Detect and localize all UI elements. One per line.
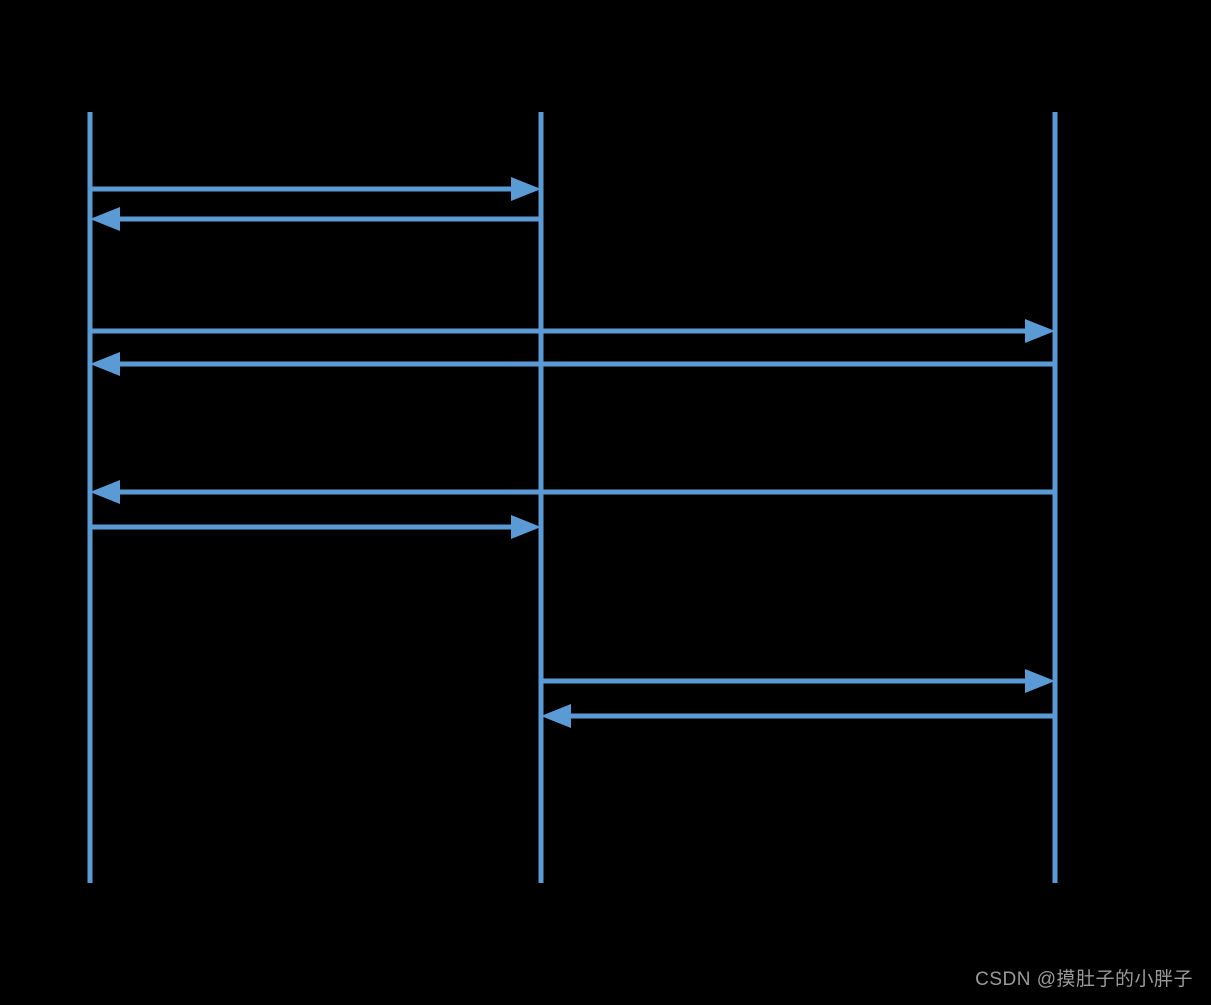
message-arrow-1[interactable] bbox=[90, 177, 541, 201]
message-arrow-1-head bbox=[511, 177, 541, 201]
message-arrow-4-head bbox=[90, 352, 120, 376]
messages-group bbox=[90, 177, 1055, 728]
message-arrow-7[interactable] bbox=[541, 669, 1055, 693]
message-arrow-6-head bbox=[511, 515, 541, 539]
message-arrow-6[interactable] bbox=[90, 515, 541, 539]
message-arrow-2-head bbox=[90, 207, 120, 231]
message-arrow-8-head bbox=[541, 704, 571, 728]
message-arrow-5[interactable] bbox=[90, 480, 1055, 504]
lifelines-group bbox=[87, 112, 1058, 883]
message-arrow-8[interactable] bbox=[541, 704, 1055, 728]
message-arrow-3-head bbox=[1025, 319, 1055, 343]
message-arrow-5-head bbox=[90, 480, 120, 504]
message-arrow-7-head bbox=[1025, 669, 1055, 693]
message-arrow-3[interactable] bbox=[90, 319, 1055, 343]
csdn-watermark: CSDN @摸肚子的小胖子 bbox=[975, 969, 1193, 990]
message-arrow-4[interactable] bbox=[90, 352, 1055, 376]
message-arrow-2[interactable] bbox=[90, 207, 541, 231]
